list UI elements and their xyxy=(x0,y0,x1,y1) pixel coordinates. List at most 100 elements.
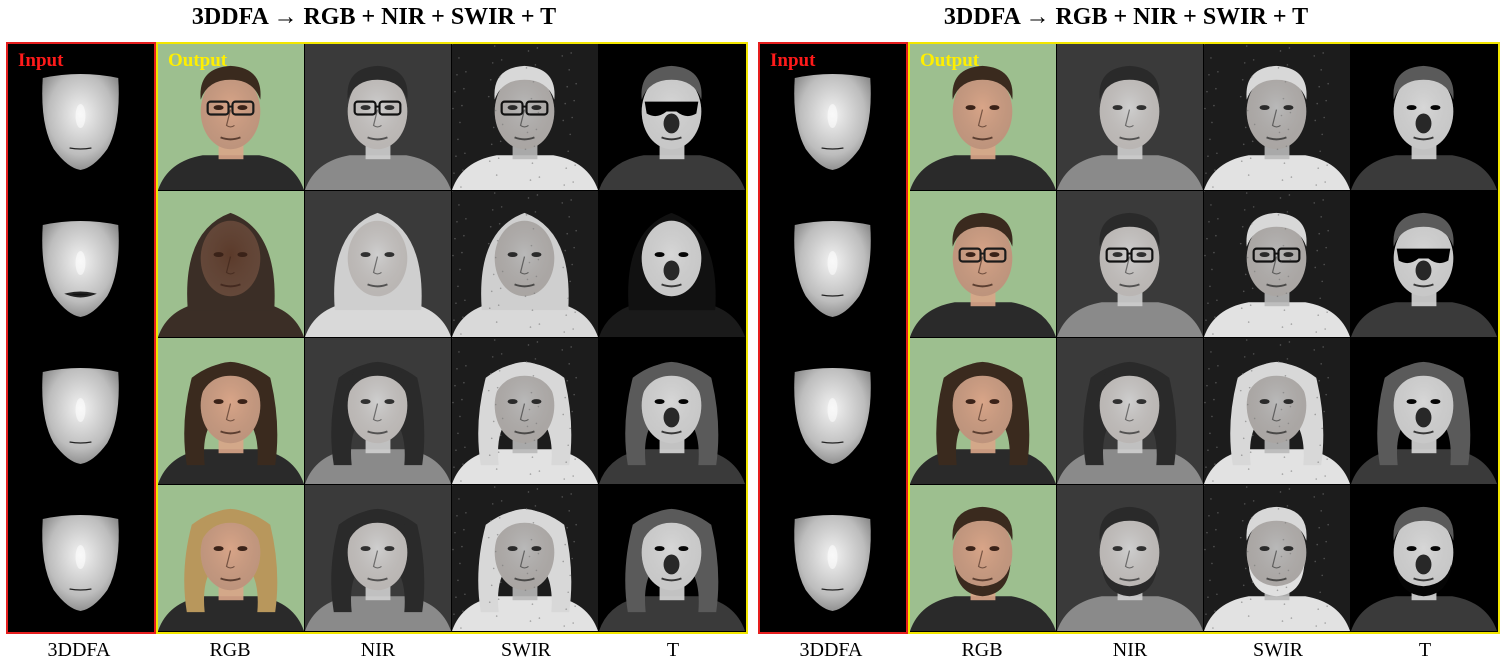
left-eye xyxy=(965,105,976,111)
input-label: Input xyxy=(770,50,816,71)
hair xyxy=(1246,506,1307,541)
shoulders xyxy=(305,302,451,337)
mouth xyxy=(367,577,388,582)
right-eye xyxy=(989,105,1000,111)
column-label-rgb: RGB xyxy=(209,639,251,661)
input-label: Input xyxy=(18,50,64,71)
cold-nose xyxy=(1415,554,1432,575)
left-eye xyxy=(507,252,518,258)
shoulders xyxy=(1204,596,1350,631)
mouth xyxy=(661,136,682,141)
shoulders xyxy=(158,302,304,337)
nir-face-image xyxy=(1057,338,1203,484)
column-label-nir: NIR xyxy=(1112,639,1148,661)
left-eye xyxy=(1259,105,1270,111)
t-face-image xyxy=(1351,44,1497,190)
swir-face-image xyxy=(1204,338,1350,484)
left-eye xyxy=(1406,105,1417,111)
hair xyxy=(347,65,408,100)
mouth xyxy=(1266,430,1287,435)
t-face-image xyxy=(599,191,745,337)
mouth-line xyxy=(821,588,844,591)
left-eye xyxy=(654,252,665,258)
right-eye xyxy=(1136,252,1147,258)
mouth xyxy=(220,577,241,582)
mouth-line xyxy=(69,147,92,150)
hair xyxy=(1246,212,1307,247)
left-eye xyxy=(1112,105,1123,111)
shoulders xyxy=(910,155,1056,190)
left-eye xyxy=(654,546,665,552)
depth-map-cell xyxy=(8,44,154,191)
shoulders xyxy=(1204,302,1350,337)
beard xyxy=(1248,564,1305,597)
output-grid-box: Output xyxy=(908,42,1500,634)
swir-face-image xyxy=(1204,485,1350,631)
left-eye xyxy=(507,546,518,552)
shoulders xyxy=(452,155,598,190)
right-eye xyxy=(531,105,542,111)
left-eye xyxy=(360,399,371,405)
rgb-face-image xyxy=(910,338,1056,484)
glasses-right-lens xyxy=(525,100,549,116)
input-column-box: Input xyxy=(6,42,156,634)
cold-nose xyxy=(1415,407,1432,428)
right-eye xyxy=(1136,399,1147,405)
mouth xyxy=(1413,136,1434,141)
mouth xyxy=(220,283,241,288)
cold-nose xyxy=(1415,260,1432,281)
hair xyxy=(952,506,1013,541)
shoulders xyxy=(158,155,304,190)
mouth xyxy=(1119,430,1140,435)
figure-grid: Input Output xyxy=(758,42,1500,634)
mouth xyxy=(1266,136,1287,141)
t-face-image xyxy=(599,485,745,631)
rgb-face-image xyxy=(910,191,1056,337)
right-eye xyxy=(531,252,542,258)
mouth xyxy=(1266,283,1287,288)
mouth xyxy=(1119,577,1140,582)
cold-nose xyxy=(663,260,680,281)
mouth-line xyxy=(821,294,844,297)
right-eye xyxy=(237,252,248,258)
mouth xyxy=(972,430,993,435)
shoulders xyxy=(305,155,451,190)
nir-face-image xyxy=(305,191,451,337)
hair xyxy=(641,65,702,100)
figure-grid: Input Output xyxy=(6,42,748,634)
glasses-right-lens xyxy=(983,247,1007,263)
right-eye xyxy=(989,252,1000,258)
mouth xyxy=(220,430,241,435)
nir-face-image xyxy=(305,485,451,631)
left-eye xyxy=(1259,546,1270,552)
swir-face-image xyxy=(452,191,598,337)
output-grid-box: Output xyxy=(156,42,748,634)
swir-face-image xyxy=(452,44,598,190)
mouth-line xyxy=(64,291,97,298)
right-eye xyxy=(531,399,542,405)
right-eye xyxy=(1283,252,1294,258)
right-eye xyxy=(1430,546,1441,552)
panel-title: 3DDFA → RGB + NIR + SWIR + T xyxy=(191,4,557,30)
right-eye xyxy=(384,546,395,552)
mouth xyxy=(1119,136,1140,141)
mouth-line xyxy=(69,588,92,591)
t-face-image xyxy=(1351,485,1497,631)
mouth xyxy=(1266,577,1287,582)
shoulders xyxy=(1057,155,1203,190)
left-eye xyxy=(213,252,224,258)
hair xyxy=(1393,65,1454,100)
column-label-rgb: RGB xyxy=(961,639,1003,661)
right-eye xyxy=(1136,105,1147,111)
mouth xyxy=(367,283,388,288)
left-eye xyxy=(965,399,976,405)
right-eye xyxy=(678,546,689,552)
right-eye xyxy=(989,546,1000,552)
mouth-line xyxy=(69,441,92,444)
nir-face-image xyxy=(1057,44,1203,190)
rgb-face-image xyxy=(158,338,304,484)
glasses-right-lens xyxy=(1130,247,1154,263)
hair xyxy=(1393,506,1454,541)
glasses-left-lens xyxy=(1252,247,1276,263)
glasses-left-lens xyxy=(353,100,377,116)
